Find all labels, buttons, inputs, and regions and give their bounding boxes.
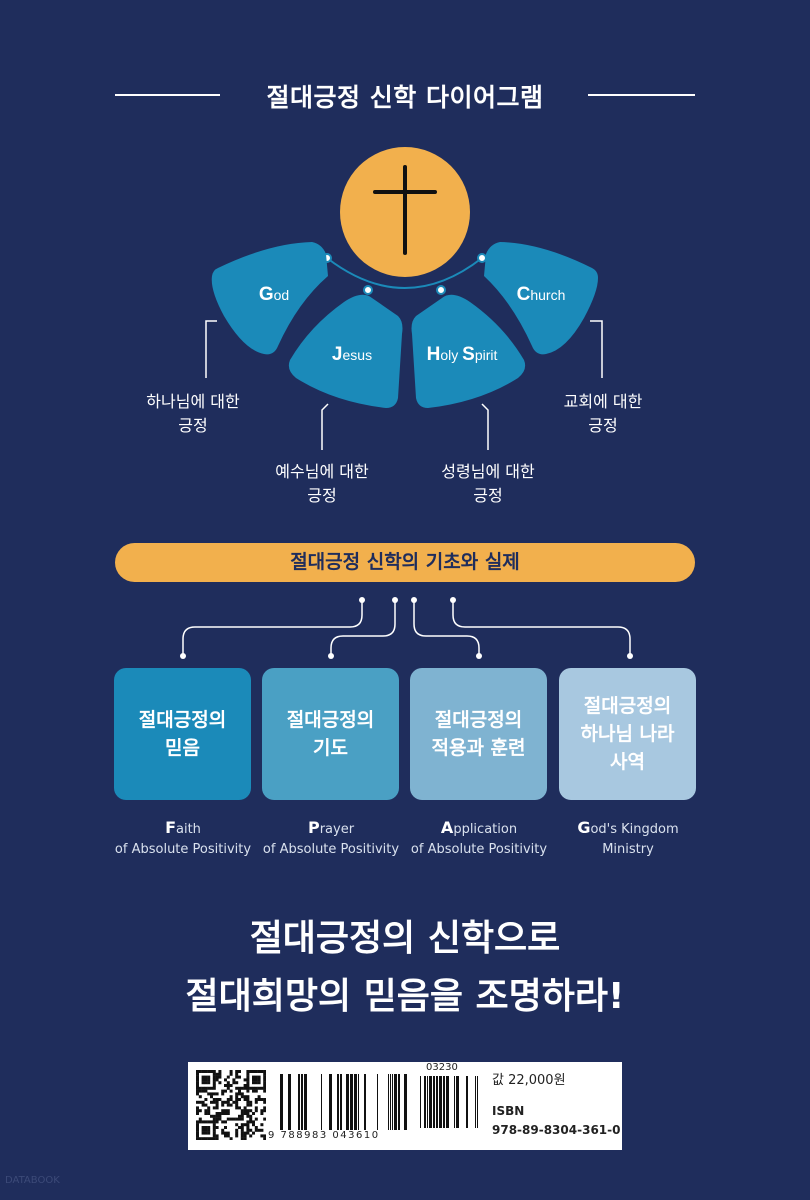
caption-initial: P	[307, 818, 320, 837]
arc-segment-god	[211, 242, 328, 355]
caption-sub: of Absolute Positivity	[262, 842, 400, 857]
price: 값 22,000원	[492, 1073, 566, 1088]
connector-faith	[182, 600, 363, 656]
addon-number: 03230	[426, 1062, 458, 1073]
slogan-line-1: 절대긍정의 신학으로	[249, 918, 561, 959]
caption-initial: F	[165, 818, 176, 837]
connector-dot	[476, 653, 482, 659]
card-caption-application: Application of Absolute Positivity	[394, 818, 564, 860]
connector-dot	[328, 653, 334, 659]
caption-holy-spirit: 성령님에 대한 긍정	[441, 462, 535, 505]
isbn-label: ISBN	[492, 1104, 525, 1118]
connector-dot	[627, 653, 633, 659]
title-rule-right	[588, 94, 695, 96]
halo-dot	[436, 285, 446, 295]
slogan-line-2: 절대희망의 믿음을 조명하라!	[185, 976, 625, 1017]
watermark: DATABOOK	[5, 1175, 60, 1186]
halo-dot	[363, 285, 373, 295]
card-prayer: 절대긍정의 기도	[262, 668, 399, 800]
isbn-number: 978-89-8304-361-0	[492, 1123, 621, 1137]
arc-label-jesus: Jesus	[332, 344, 372, 365]
caption-church: 교회에 대한 긍정	[563, 392, 643, 435]
halo-arc	[326, 257, 483, 289]
card-caption-kingdom: God's Kingdom Ministry	[543, 818, 713, 860]
connector-dot	[392, 597, 398, 603]
connector-church	[590, 320, 603, 378]
arc-segment-holy-spirit	[411, 294, 526, 408]
caption-god: 하나님에 대한 긍정	[146, 392, 240, 435]
card-caption-faith: Faith of Absolute Positivity	[98, 818, 268, 860]
addon-barcode-icon	[420, 1076, 478, 1128]
caption-sub: Ministry	[602, 842, 654, 857]
cross-icon	[373, 165, 437, 255]
arc-label-church: Church	[517, 284, 566, 305]
arc-segment-jesus	[288, 294, 403, 408]
connector-dot	[450, 597, 456, 603]
caption-rest: pplication	[453, 822, 518, 837]
card-faith: 절대긍정의 믿음	[114, 668, 251, 800]
card-caption-prayer: Prayer of Absolute Positivity	[246, 818, 416, 860]
connector-application	[413, 600, 480, 656]
title-rule-left	[115, 94, 220, 96]
caption-sub: of Absolute Positivity	[410, 842, 548, 857]
caption-initial: G	[577, 818, 591, 837]
connector-kingdom	[452, 600, 631, 656]
caption-initial: A	[440, 818, 454, 837]
qr-code-icon	[196, 1070, 266, 1140]
arc-label-god: God	[259, 284, 289, 305]
barcode-box: 03230 9 788983 043610 값 22,000원 ISBN 978…	[188, 1062, 622, 1150]
arc-segment-church	[484, 242, 598, 355]
connector-jesus	[321, 403, 329, 450]
caption-rest: aith	[176, 822, 201, 837]
connector-prayer	[330, 600, 396, 656]
arc-label-holy-spirit: Holy Spirit	[427, 344, 498, 365]
connector-god	[205, 320, 217, 378]
connector-dot	[359, 597, 365, 603]
caption-jesus: 예수님에 대한 긍정	[275, 462, 369, 505]
ean-number: 9 788983 043610	[268, 1130, 380, 1141]
caption-rest: rayer	[319, 822, 355, 837]
connector-holy-spirit	[481, 403, 489, 450]
card-kingdom: 절대긍정의 하나님 나라 사역	[559, 668, 696, 800]
ean-barcode-icon	[280, 1074, 407, 1130]
card-application: 절대긍정의 적용과 훈련	[410, 668, 547, 800]
connector-dot	[180, 653, 186, 659]
connector-dot	[411, 597, 417, 603]
title-row: 절대긍정 신학 다이어그램	[0, 78, 810, 114]
diagram: God Jesus Holy Spirit Church	[180, 147, 633, 659]
foundation-banner: 절대긍정 신학의 기초와 실제	[115, 543, 695, 582]
page-title: 절대긍정 신학 다이어그램	[266, 83, 544, 112]
caption-rest: od's Kingdom	[590, 822, 679, 837]
halo-dot	[477, 253, 487, 263]
caption-sub: of Absolute Positivity	[114, 842, 252, 857]
